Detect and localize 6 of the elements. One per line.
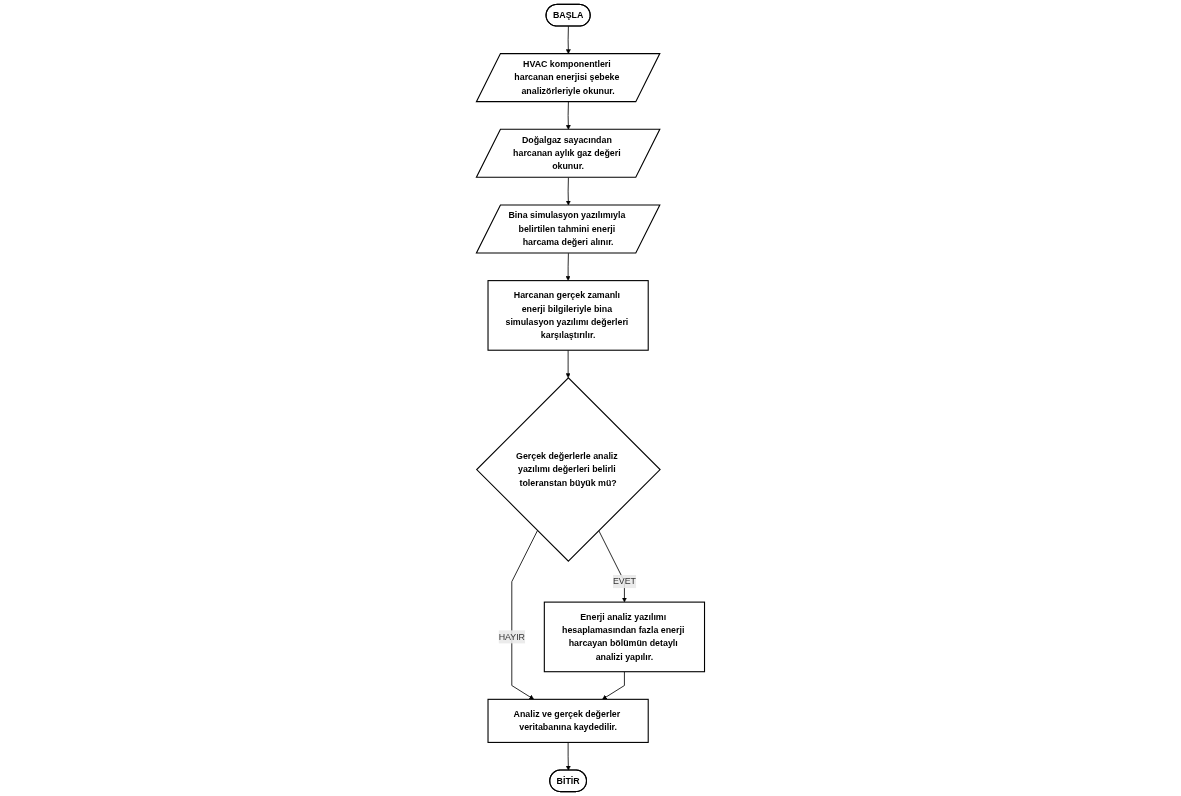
node-box: Harcanan gerçek zamanlı enerji bilgileriyle bina simulasyon yazılımı değerleri karşılaştırılır. bbox=[487, 280, 649, 351]
node-box: Analiz ve gerçek değerler veritabanına kaydedilir. bbox=[487, 698, 649, 743]
node-diamond: Gerçek değerlerle analiz yazılımı değerleri belirli toleranstan büyük mü? bbox=[475, 377, 661, 562]
node-box: Enerji analiz yazılımı hesaplamasından fazla enerji harcayan bölümün detaylı analizi yapılır. bbox=[543, 601, 706, 673]
edge-label: HAYIR bbox=[498, 631, 526, 642]
edge-label: EVET bbox=[612, 576, 636, 587]
